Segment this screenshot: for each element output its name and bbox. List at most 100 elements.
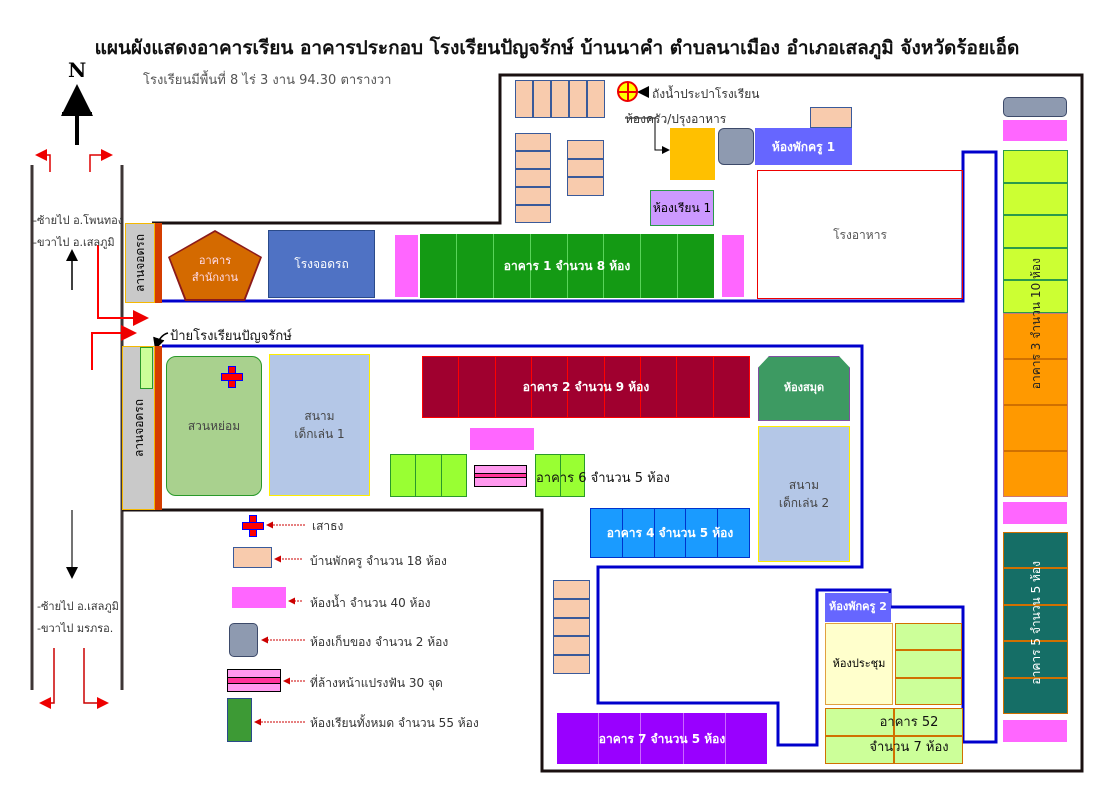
legend-label: ห้องเรียนทั้งหมด จำนวน 55 ห้อง [310, 716, 479, 730]
library: ห้องสมุด [758, 356, 850, 421]
toilet-block [1003, 120, 1067, 141]
room [457, 234, 494, 298]
building-6-label: อาคาร 6 จำนวน 5 ห้อง [536, 471, 670, 486]
room [420, 234, 457, 298]
teacher-house [810, 107, 852, 128]
building-1-label: อาคาร 1 จำนวน 8 ห้อง [503, 259, 631, 273]
toilet-block [395, 235, 418, 297]
teacher-house [553, 580, 590, 599]
teacher-house [569, 80, 587, 118]
classroom-1: ห้องเรียน 1 [650, 190, 714, 226]
room [1004, 606, 1067, 643]
room [568, 357, 605, 417]
staff-room-2: ห้องพักครู 2 [825, 593, 891, 622]
playground-2-label-2: เด็กเล่น 2 [778, 496, 830, 510]
road-direction-bottom-right: -ขวาไป มรภรอ. [37, 622, 114, 635]
legend-classroom-icon [227, 698, 252, 742]
classroom-1-label: ห้องเรียน 1 [652, 201, 712, 215]
teacher-house [551, 80, 569, 118]
room-segments [1004, 314, 1067, 496]
library-label: ห้องสมุด [783, 381, 825, 395]
teacher-house [515, 80, 533, 118]
wash-basin [474, 465, 527, 487]
room-segments [423, 357, 749, 417]
teacher-houses-column-1 [515, 133, 551, 223]
room [1004, 406, 1067, 452]
teacher-house [515, 151, 551, 169]
teacher-house [587, 80, 605, 118]
road-direction-top-right: -ขวาไป อ.เสลภูมิ [33, 236, 115, 249]
garage-label: โรงจอดรถ [294, 257, 349, 271]
legend-label: บ้านพักครู จำนวน 18 ห้อง [310, 554, 447, 568]
teacher-house [567, 158, 604, 178]
playground-1-label-1: สนาม [304, 409, 335, 423]
north-label: N [68, 58, 87, 82]
room [714, 357, 749, 417]
parking-wall-1 [155, 223, 162, 303]
toilet-block [1003, 720, 1067, 742]
teacher-house [515, 133, 551, 151]
building-7: อาคาร 7 จำนวน 5 ห้อง [557, 713, 767, 764]
teacher-house [553, 655, 590, 674]
room [531, 234, 568, 298]
room [1004, 314, 1067, 360]
room [1004, 249, 1067, 282]
building-4: อาคาร 4 จำนวน 5 ห้อง [590, 508, 750, 558]
teacher-house [567, 140, 604, 159]
playground-2: สนามเด็กเล่น 2 [758, 426, 850, 562]
legend-teacher-house-icon [233, 547, 272, 568]
building-6-part-2 [535, 454, 585, 497]
teacher-house [553, 617, 590, 637]
teacher-houses-column-3 [553, 580, 590, 674]
garden-label: สวนหย่อม [187, 419, 241, 433]
storage-room [1003, 97, 1067, 117]
legend-flagpole-icon [242, 515, 264, 537]
room [623, 509, 655, 557]
parking-lot-1-label: ลานจอดรถ [133, 233, 147, 293]
meeting-room: ห้องประชุม [825, 623, 893, 705]
page-title: แผนผังแสดงอาคารเรียน อาคารประกอบ โรงเรีย… [94, 37, 1020, 59]
kitchen [670, 128, 715, 180]
legend-toilet-icon [232, 587, 286, 608]
legend-label: ห้องน้ำ จำนวน 40 ห้อง [310, 596, 431, 610]
playground-2-label-1: สนาม [788, 478, 820, 492]
room [604, 234, 642, 298]
room [605, 357, 641, 417]
room [686, 509, 719, 557]
building-4-label: อาคาร 4 จำนวน 5 ห้อง [606, 526, 734, 540]
building-52-label-2: จำนวน 7 ห้อง [869, 740, 949, 755]
garage: โรงจอดรถ [268, 230, 375, 298]
teacher-house [553, 598, 590, 618]
teacher-house [533, 80, 551, 118]
building-52-label-1: อาคาร 52 [879, 715, 939, 731]
building-5-label: อาคาร 5 จำนวน 5 ห้อง [1028, 561, 1043, 685]
storage-room [718, 128, 754, 165]
room [568, 234, 605, 298]
room [1004, 533, 1067, 570]
office-building: อาคารสำนักงาน [168, 230, 262, 301]
school-sign-label: ป้ายโรงเรียนปัญจรักษ์ [170, 329, 292, 344]
room [641, 713, 684, 764]
parking-wall-2 [155, 346, 162, 510]
staff-room-1: ห้องพักครู 1 [755, 128, 852, 165]
building-7-label: อาคาร 7 จำนวน 5 ห้อง [598, 731, 726, 746]
room [726, 713, 767, 764]
staff-room-2-label: ห้องพักครู 2 [829, 600, 887, 614]
legend-wash-basin-icon [227, 669, 281, 692]
room-segments [1004, 151, 1067, 312]
teacher-houses-top [515, 80, 605, 118]
room [684, 713, 726, 764]
room [1004, 360, 1067, 406]
area-text: โรงเรียนมีพื้นที่ 8 ไร่ 3 งาน 94.30 ตารา… [143, 73, 392, 88]
office-label-2: สำนักงาน [191, 270, 239, 284]
teacher-house [515, 187, 551, 205]
garden: สวนหย่อม [166, 356, 262, 496]
road-direction-top-left: -ซ้ายไป อ.โพนทอง [33, 214, 124, 227]
room-segments [420, 234, 714, 298]
room [655, 509, 687, 557]
building-1: อาคาร 1 จำนวน 8 ห้อง [420, 234, 714, 298]
building-2-label: อาคาร 2 จำนวน 9 ห้อง [522, 380, 650, 394]
playground-1: สนามเด็กเล่น 1 [269, 354, 370, 496]
building-52: อาคาร 52 จำนวน 7 ห้อง [825, 708, 963, 764]
toilet-block [722, 235, 744, 297]
